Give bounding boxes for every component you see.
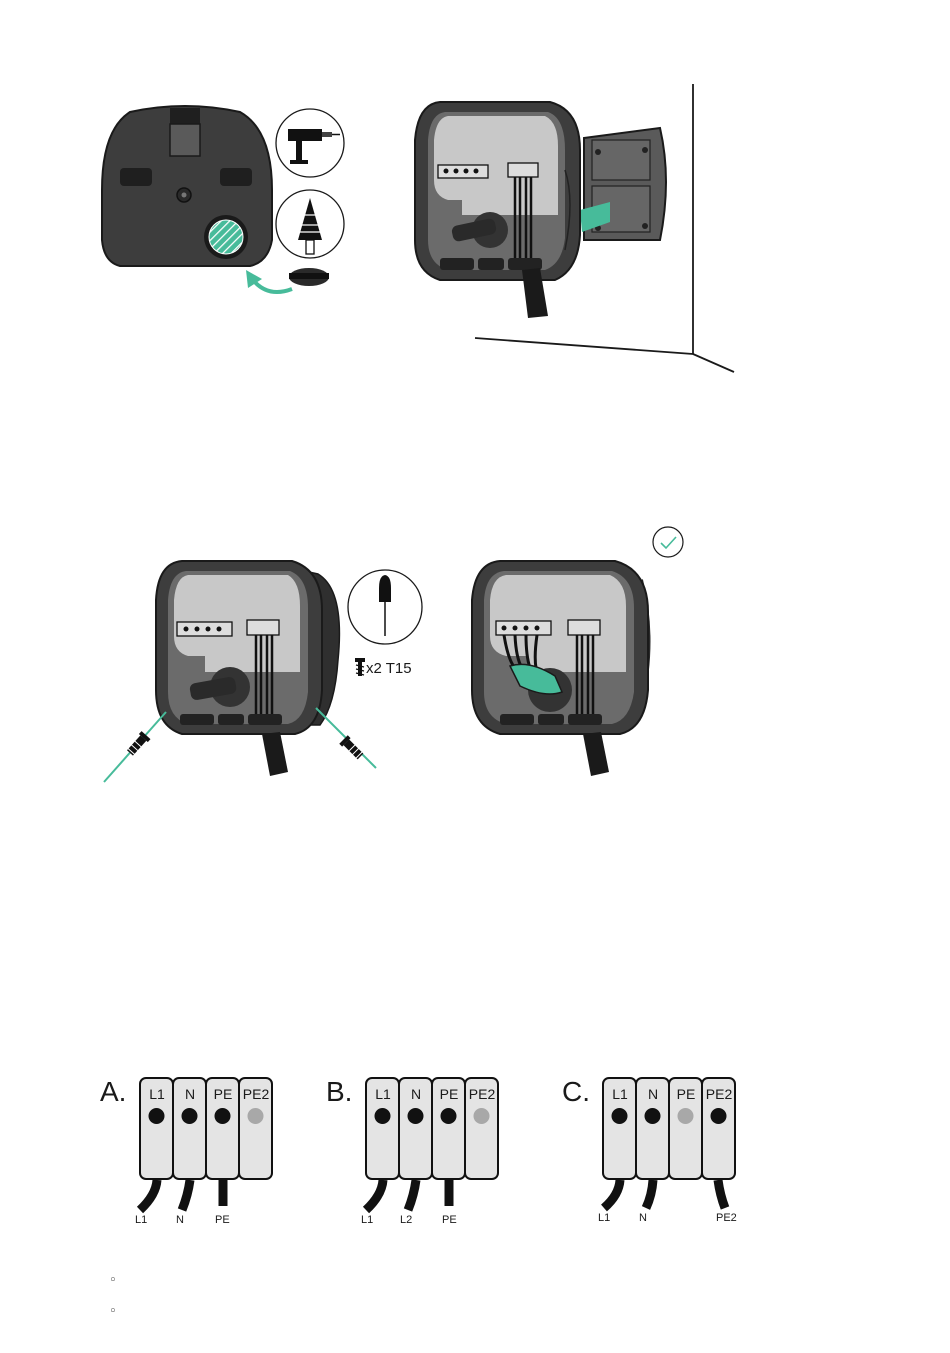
grommet-icon — [289, 268, 329, 286]
terminal-screw-dot — [215, 1108, 231, 1124]
supply-wire — [604, 1180, 620, 1208]
terminal-label-pe: PE — [206, 1087, 240, 1101]
wire-label-n: N — [639, 1213, 647, 1224]
terminal-screw-dot — [375, 1108, 391, 1124]
supply-wire — [182, 1180, 190, 1210]
terminal-screw-dot — [441, 1108, 457, 1124]
terminal-screw-dot — [711, 1108, 727, 1124]
wall-bracket — [580, 128, 666, 240]
terminal-label-pe2: PE2 — [465, 1087, 499, 1101]
check-icon — [653, 527, 683, 557]
screw-left — [104, 712, 166, 782]
wire-label-l2: L2 — [400, 1215, 412, 1226]
terminal-label-l1: L1 — [366, 1087, 400, 1101]
screw-icon — [355, 658, 365, 676]
supply-wire — [646, 1180, 653, 1208]
terminal-screw-dot — [248, 1108, 264, 1124]
supply-wire — [366, 1180, 383, 1210]
terminal-label-n: N — [399, 1087, 433, 1101]
terminal-label-pe2: PE2 — [239, 1087, 273, 1101]
diagram-letter-c: C. — [562, 1078, 590, 1106]
step-drill-bit-icon — [276, 190, 344, 258]
screw-count-label: x2 T15 — [366, 661, 412, 676]
terminal-label-pe: PE — [669, 1087, 703, 1101]
diagram-letter-b: B. — [326, 1078, 352, 1106]
terminal-label-l1: L1 — [140, 1087, 174, 1101]
wire-label-pe: PE — [442, 1215, 457, 1226]
terminal-screw-dot — [678, 1108, 694, 1124]
terminal-label-pe: PE — [432, 1087, 466, 1101]
drill-icon — [276, 109, 344, 177]
supply-wire — [718, 1180, 725, 1208]
terminal-screw-dot — [474, 1108, 490, 1124]
terminal-screw-dot — [645, 1108, 661, 1124]
device-back-view — [102, 106, 272, 266]
wire-label-l1: L1 — [361, 1215, 373, 1226]
device-screw-view — [156, 561, 339, 776]
bullet-marker: ◦ — [109, 1305, 117, 1318]
device-open-view — [415, 102, 580, 318]
wire-label-l1: L1 — [598, 1213, 610, 1224]
screw-right — [316, 708, 376, 768]
terminal-screw-dot — [182, 1108, 198, 1124]
terminal-label-n: N — [636, 1087, 670, 1101]
terminal-label-n: N — [173, 1087, 207, 1101]
terminal-screw-dot — [149, 1108, 165, 1124]
wire-label-pe: PE — [215, 1215, 230, 1226]
wire-label-l1: L1 — [135, 1215, 147, 1226]
supply-wire — [408, 1180, 416, 1210]
device-wired-view — [472, 561, 648, 776]
insert-arrow — [246, 270, 292, 292]
terminal-screw-dot — [408, 1108, 424, 1124]
screwdriver-icon — [348, 570, 422, 644]
terminal-screw-dot — [612, 1108, 628, 1124]
supply-wire — [140, 1180, 157, 1210]
wire-label-n: N — [176, 1215, 184, 1226]
terminal-label-pe2: PE2 — [702, 1087, 736, 1101]
wire-label-pe2: PE2 — [716, 1213, 737, 1224]
terminal-label-l1: L1 — [603, 1087, 637, 1101]
diagram-letter-a: A. — [100, 1078, 126, 1106]
bullet-marker: ◦ — [109, 1274, 117, 1287]
